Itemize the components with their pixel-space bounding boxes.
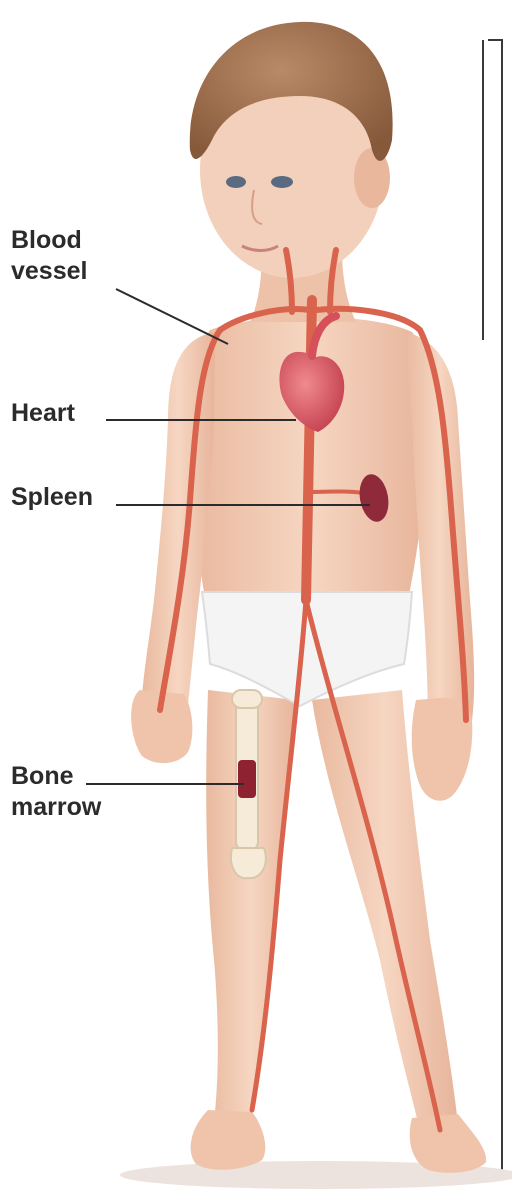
right-foot (410, 1114, 486, 1173)
label-spleen: Spleen (11, 482, 93, 513)
label-heart: Heart (11, 398, 75, 429)
left-arm (142, 332, 215, 722)
marrow-region (238, 760, 256, 798)
leader-blood-vessel (116, 289, 228, 344)
label-blood-vessel: Blood vessel (11, 225, 87, 287)
label-bone-marrow: Bone marrow (11, 761, 101, 823)
frame (482, 40, 502, 1178)
right-eye (271, 176, 293, 188)
left-eye (226, 176, 246, 188)
left-foot (191, 1110, 266, 1170)
